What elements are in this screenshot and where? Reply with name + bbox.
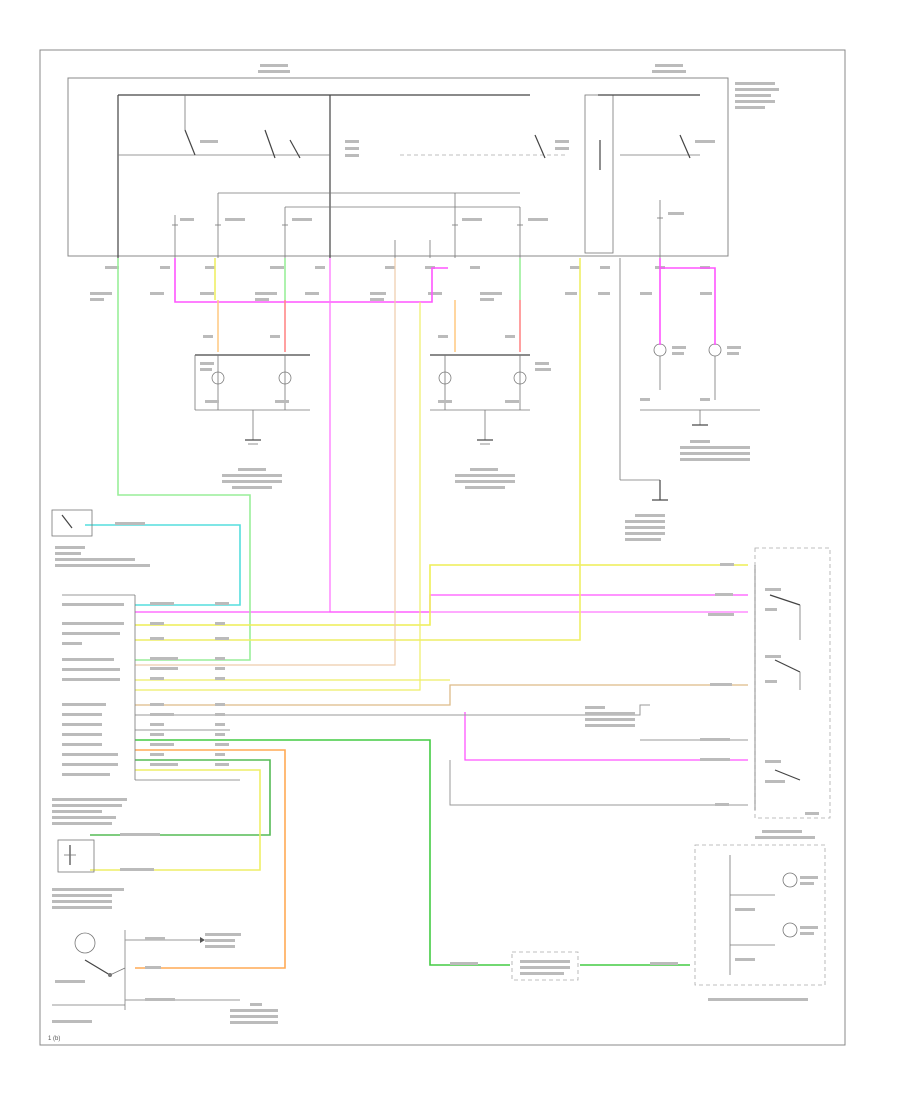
- module-labels: [52, 798, 160, 909]
- wire-harness: [85, 258, 748, 969]
- headlamp-switch: [52, 932, 278, 1024]
- diagram-border: [39, 49, 846, 1046]
- instrument-panel-cluster: [694, 844, 826, 1001]
- relay-fuse-block: [67, 64, 779, 258]
- multifunction-switch: [585, 547, 831, 839]
- light-switch-sensor: [57, 839, 95, 873]
- right-front-lamp-group: [430, 335, 551, 489]
- connector-pins: [90, 266, 712, 301]
- left-front-lamp-group: [194, 335, 310, 489]
- footer-code: 1 (b): [48, 1036, 60, 1042]
- junction-connector: [450, 951, 678, 981]
- ambient-light-sensor: [51, 509, 150, 567]
- body-control-module: [62, 594, 229, 780]
- fog-lamp-group: [619, 258, 760, 541]
